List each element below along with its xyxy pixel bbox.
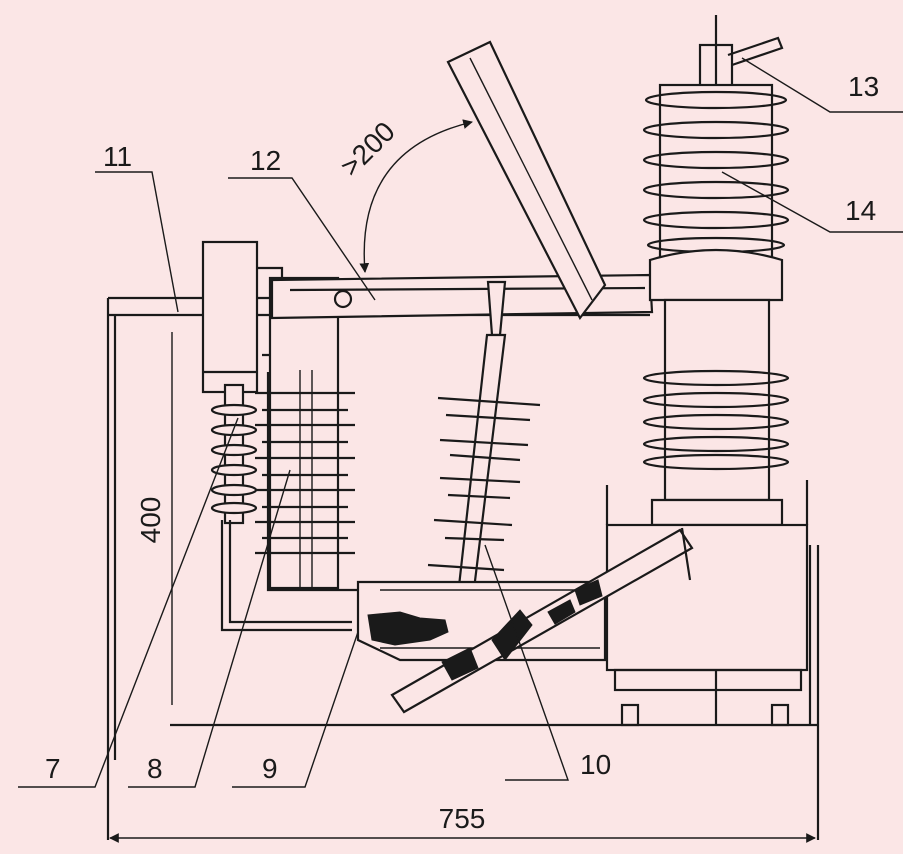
label-7: 7 [45,753,61,784]
label-12: 12 [250,145,281,176]
lower-mechanism [356,527,694,714]
dimension-400-label: 400 [135,497,166,544]
center-insulator [427,280,541,624]
label-11: 11 [103,141,132,172]
dimension-755: 755 [109,803,816,843]
small-insulator [210,383,352,632]
label-10: 10 [580,749,611,780]
dimension-755-label: 755 [439,803,486,834]
dimension-400: 400 [135,332,173,705]
label-13: 13 [848,71,879,102]
opening-angle: >200 [334,116,473,273]
part-labels: 11 12 13 14 7 8 9 10 [45,71,879,784]
leader-lines [18,57,903,788]
label-9: 9 [262,753,278,784]
label-8: 8 [147,753,163,784]
post-insulator [255,276,360,592]
label-14: 14 [845,195,876,226]
right-insulator [605,15,809,727]
opening-angle-label: >200 [334,116,401,183]
open-knife [446,40,607,321]
